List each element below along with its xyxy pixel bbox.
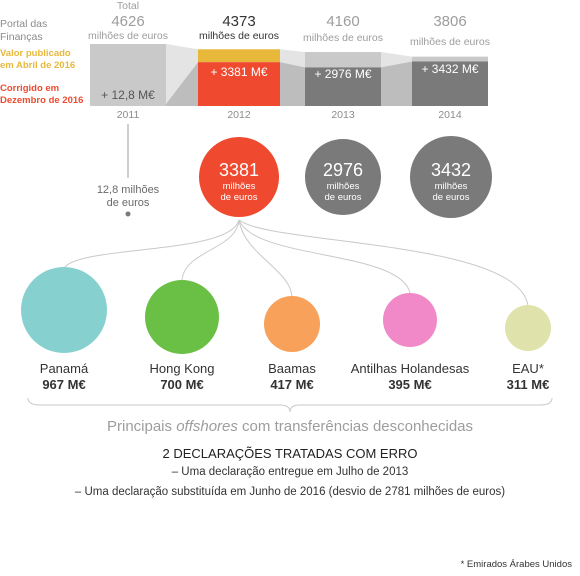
small-value-label-line2: de euros xyxy=(107,197,150,209)
footnote: * Emirados Árabes Unidos xyxy=(461,559,573,570)
bar-published-2014 xyxy=(412,56,488,62)
legend-corrected-line2: Dezembro de 2016 xyxy=(0,95,83,106)
bars-group xyxy=(90,44,488,106)
offshore-value-antilhas: 395 M€ xyxy=(388,377,431,392)
legend-source-line1: Portal das xyxy=(0,18,47,30)
totals-header: Total 4626 milhões de euros 4373 milhões… xyxy=(88,0,490,48)
bubble-2013-unit1: milhões xyxy=(327,181,360,192)
notes-line2: – Uma declaração substituída em Junho de… xyxy=(75,486,505,498)
legend-source-line2: Finanças xyxy=(0,31,43,43)
year-label-2012: 2012 xyxy=(227,109,251,121)
legend-published-line1: Valor publicado xyxy=(0,48,71,59)
bubble-eau xyxy=(505,305,551,351)
offshore-name-eau: EAU* xyxy=(512,361,544,376)
connector-corrected-2011 xyxy=(166,62,198,106)
bar-published-2013 xyxy=(305,52,381,68)
bar-published-2011 xyxy=(90,44,166,104)
total-value-2013: 4160 xyxy=(326,13,359,30)
bar-corrected-2011 xyxy=(90,104,166,106)
offshore-title-italic: offshores xyxy=(176,418,238,435)
total-value-2011: 4626 xyxy=(111,13,144,30)
branch-baamas xyxy=(238,219,293,299)
notes: 2 DECLARAÇÕES TRATADAS COM ERRO – Uma de… xyxy=(75,446,505,498)
bubble-2014 xyxy=(410,136,492,218)
branch-hong-kong xyxy=(181,219,240,281)
connector-published-2013 xyxy=(381,52,412,68)
total-value-2012: 4373 xyxy=(222,13,255,30)
offshore-title-after: com transferências desconhecidas xyxy=(238,418,473,435)
offshore-title-before: Principais xyxy=(107,418,176,435)
offshore-name-antilhas: Antilhas Holandesas xyxy=(351,361,470,376)
offshore-name-panama: Panamá xyxy=(40,361,89,376)
total-top-label: Total xyxy=(117,0,139,12)
bar-corrected-2012 xyxy=(198,62,280,106)
small-value-label-line1: 12,8 milhões xyxy=(97,184,160,196)
year-label-2013: 2013 xyxy=(331,109,355,121)
offshore-bubbles xyxy=(21,267,551,354)
total-unit-2011: milhões de euros xyxy=(88,30,168,42)
connector-published-2012 xyxy=(280,49,305,68)
connector-corrected-2013 xyxy=(381,61,412,106)
offshore-name-hong-kong: Hong Kong xyxy=(149,361,214,376)
legend-corrected-line1: Corrigido em xyxy=(0,83,59,94)
connector-corrected-2012 xyxy=(280,62,305,106)
bubble-panama xyxy=(21,267,107,353)
offshore-value-panama: 967 M€ xyxy=(42,377,85,392)
total-unit-2013: milhões de euros xyxy=(303,32,383,44)
offshore-bracket xyxy=(27,397,553,413)
bubble-2012 xyxy=(199,137,279,217)
year-label-2014: 2014 xyxy=(438,109,462,121)
total-unit-2014: milhões de euros xyxy=(410,36,490,48)
connector-published-2011 xyxy=(166,44,198,104)
year-label-2011: 2011 xyxy=(117,109,140,121)
year-bubbles: 12,8 milhões de euros 3381 milhões de eu… xyxy=(97,124,492,218)
bubble-2013-value: 2976 xyxy=(323,160,363,180)
increment-label-2014: + 3432 M€ xyxy=(421,62,478,76)
branch-lines xyxy=(63,219,529,307)
bubble-antilhas xyxy=(383,293,437,347)
notes-line1: – Uma declaração entregue em Julho de 20… xyxy=(172,466,409,478)
bar-labels-group: + 12,8 M€ + 3381 M€ + 2976 M€ + 3432 M€ xyxy=(101,62,479,102)
offshore-section-title: Principais offshores com transferências … xyxy=(107,418,473,435)
bar-published-2012 xyxy=(198,49,280,63)
total-unit-2012: milhões de euros xyxy=(199,30,279,42)
year-axis: 2011 2012 2013 2014 xyxy=(117,109,462,121)
total-value-2014: 3806 xyxy=(433,13,466,30)
bar-corrected-2013 xyxy=(305,67,381,106)
bubble-2014-value: 3432 xyxy=(431,160,471,180)
bubble-2013 xyxy=(305,139,381,215)
bubble-2014-unit2: de euros xyxy=(433,192,470,203)
increment-label-2011: + 12,8 M€ xyxy=(101,88,155,102)
bubble-2012-unit2: de euros xyxy=(221,192,258,203)
offshore-value-baamas: 417 M€ xyxy=(270,377,313,392)
legend: Portal das Finanças Valor publicado em A… xyxy=(0,18,83,106)
branch-panama xyxy=(63,219,240,269)
bubble-2011 xyxy=(125,211,131,217)
branch-antilhas xyxy=(238,219,411,294)
offshore-value-eau: 311 M€ xyxy=(507,377,550,392)
bubble-2012-unit1: milhões xyxy=(223,181,256,192)
offshore-name-baamas: Baamas xyxy=(268,361,316,376)
bubble-hong-kong xyxy=(145,280,219,354)
bar-corrected-2014 xyxy=(412,61,488,106)
offshore-labels: Panamá 967 M€ Hong Kong 700 M€ Baamas 41… xyxy=(40,361,550,392)
bubble-baamas xyxy=(264,296,320,352)
bubble-2012-value: 3381 xyxy=(219,160,259,180)
branch-eau xyxy=(238,219,529,307)
increment-label-2012: + 3381 M€ xyxy=(210,65,267,79)
offshore-value-hong-kong: 700 M€ xyxy=(160,377,203,392)
increment-label-2013: + 2976 M€ xyxy=(314,67,371,81)
legend-published-line2: em Abril de 2016 xyxy=(0,60,75,71)
notes-heading: 2 DECLARAÇÕES TRATADAS COM ERRO xyxy=(163,446,418,461)
bubble-2014-unit1: milhões xyxy=(435,181,468,192)
bubble-2013-unit2: de euros xyxy=(325,192,362,203)
